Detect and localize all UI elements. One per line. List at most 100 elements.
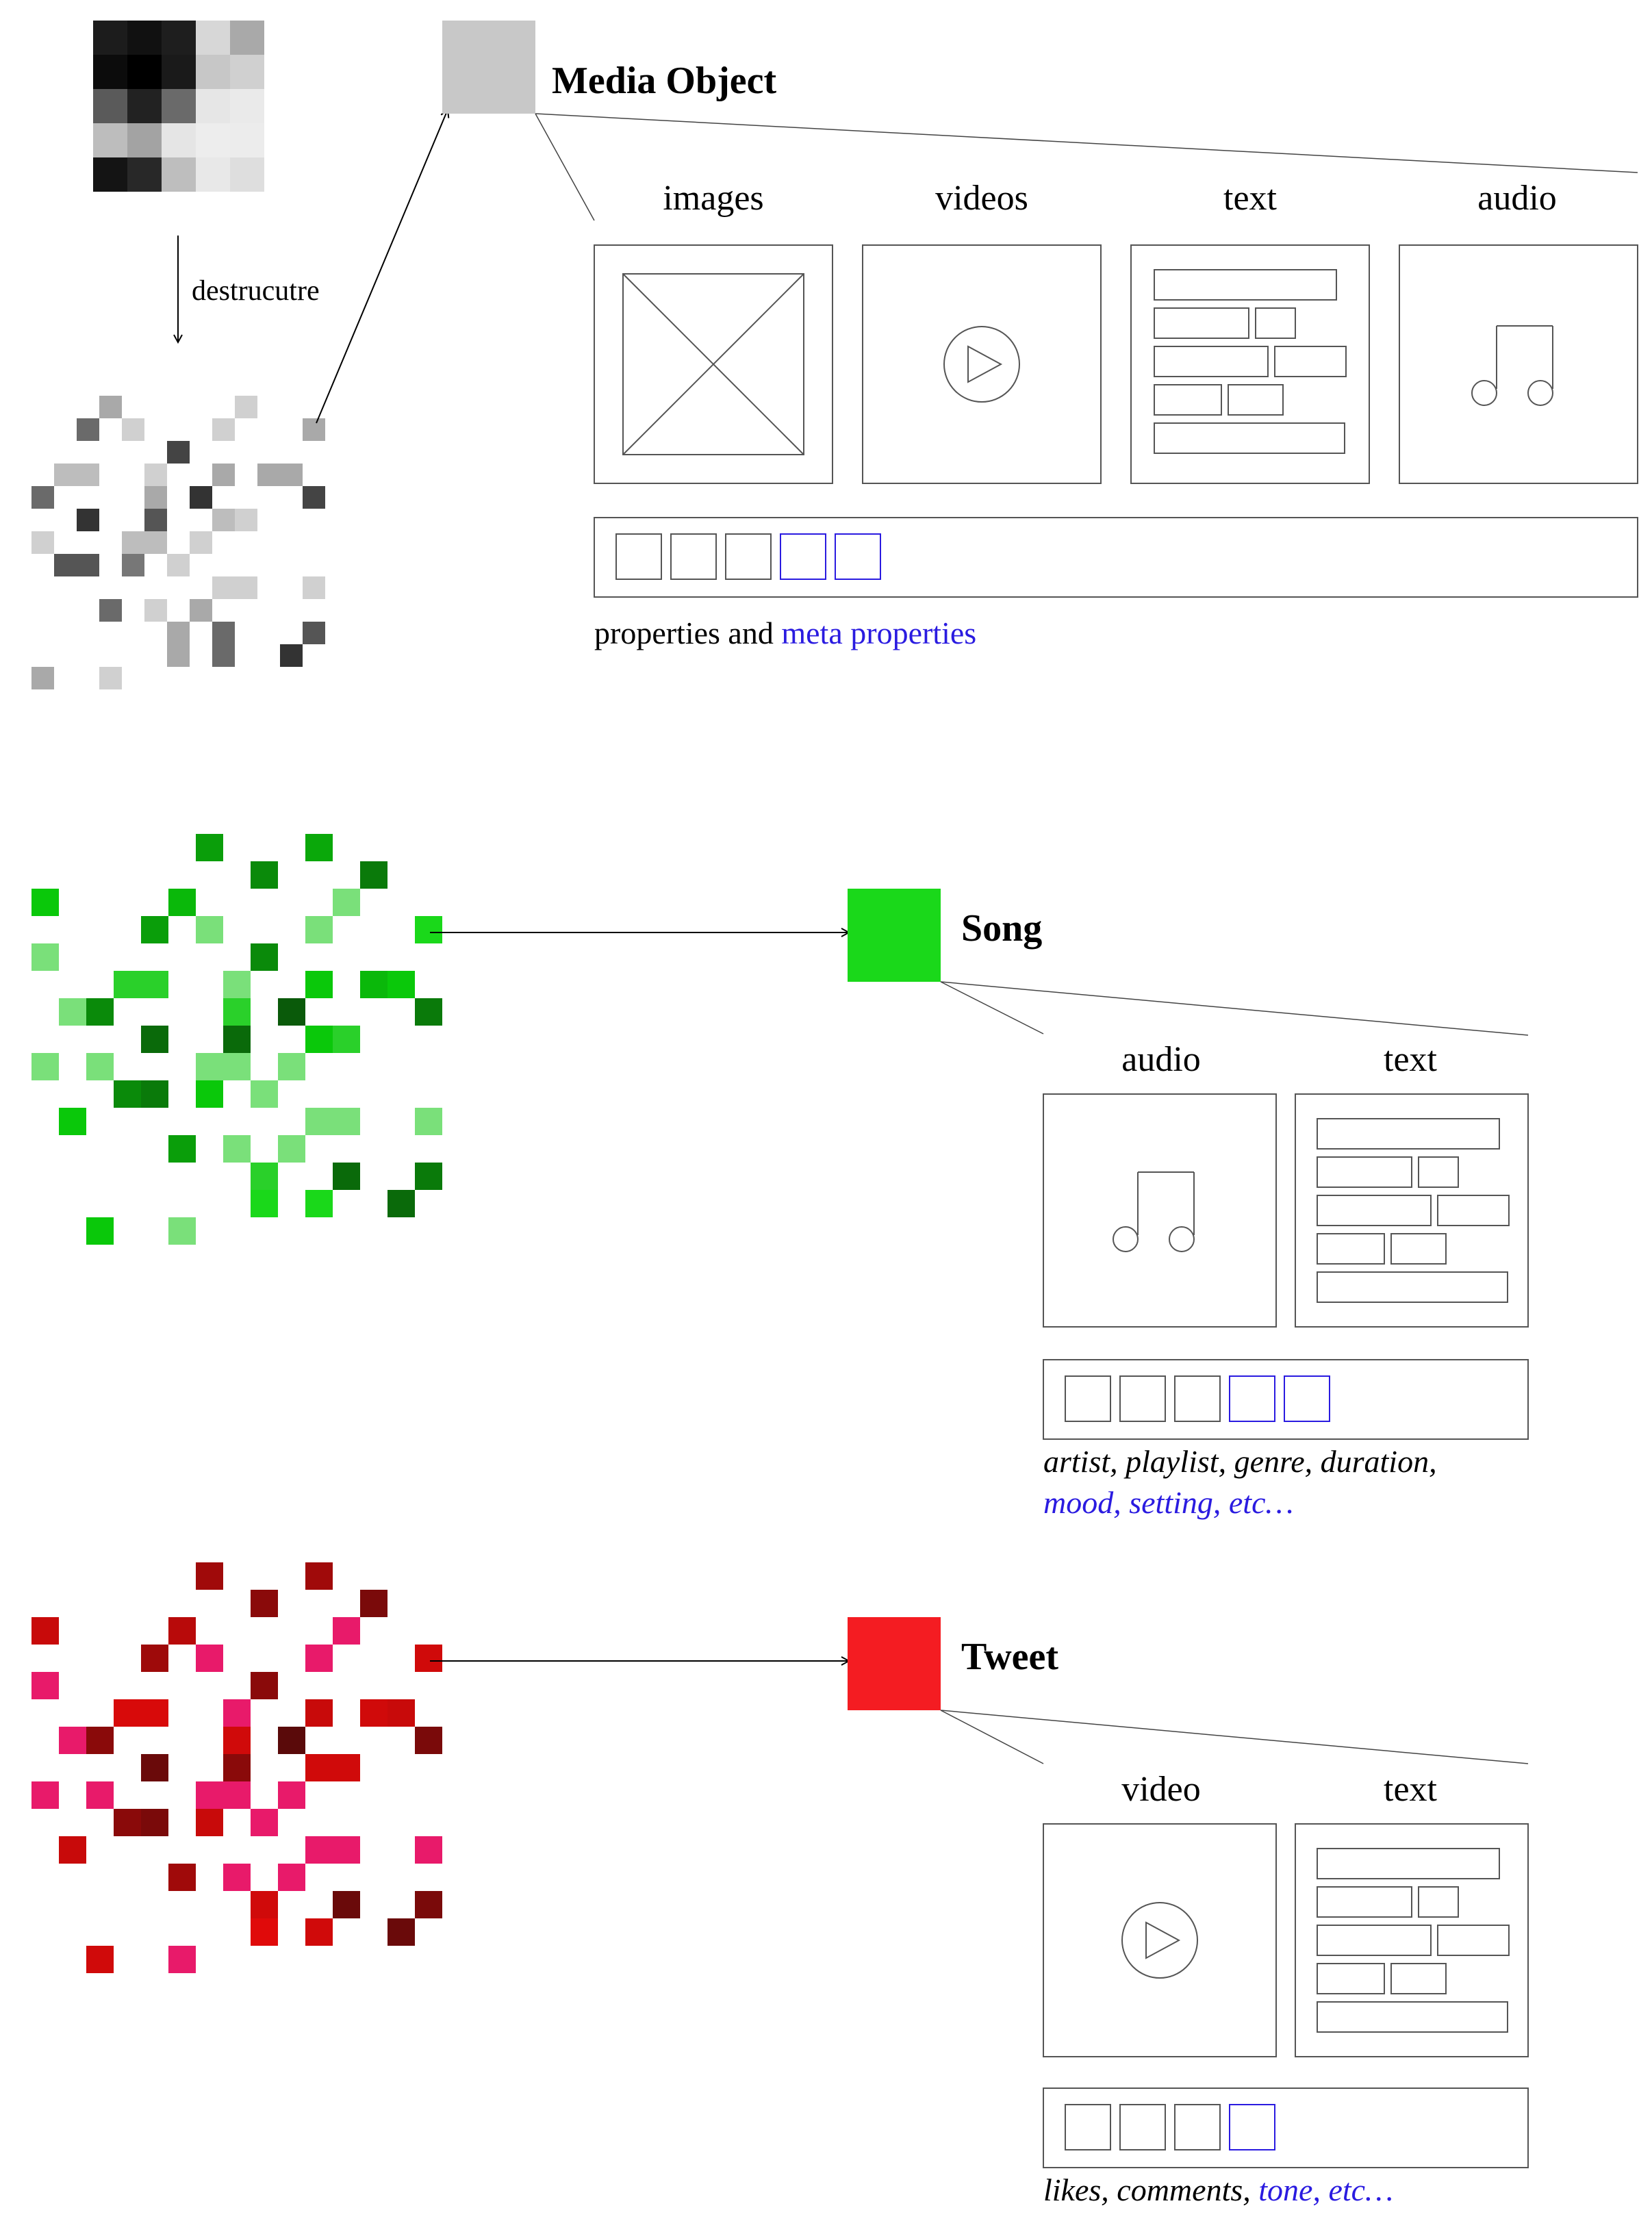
pixel: [141, 1080, 168, 1108]
tweet-title: Tweet: [961, 1636, 1058, 1678]
pixel: [257, 464, 280, 486]
pixel: [196, 1809, 223, 1836]
pixel: [141, 1026, 168, 1053]
pixel: [212, 464, 235, 486]
pixel: [168, 889, 196, 916]
pixel: [415, 998, 442, 1026]
text-panel: [1130, 244, 1370, 484]
pixel: [77, 509, 99, 531]
pixel: [31, 486, 54, 509]
song-zoom-line-left: [940, 981, 1044, 1035]
pixel: [141, 1754, 168, 1781]
pixel: [99, 667, 122, 689]
song-column-label-text: text: [1384, 1040, 1438, 1079]
pixel: [86, 1781, 114, 1809]
zoom-line-right: [535, 113, 1638, 173]
pixel: [235, 509, 257, 531]
zoom-line-left: [535, 113, 595, 221]
properties-bar: [594, 517, 1638, 598]
pixel: [305, 1562, 333, 1590]
pixel: [196, 1781, 223, 1809]
property-slot: [1119, 1375, 1166, 1422]
pixel: [251, 1080, 278, 1108]
media-object-title: Media Object: [552, 60, 776, 102]
pixel: [360, 1699, 387, 1727]
pixel: [303, 622, 325, 644]
pixel: [54, 464, 77, 486]
pixel: [305, 971, 333, 998]
pixel: [141, 1645, 168, 1672]
pixel: [251, 1672, 278, 1699]
pixel: [167, 554, 190, 576]
pixel: [387, 971, 415, 998]
pixel: [387, 1918, 415, 1946]
pixel: [415, 916, 442, 943]
pixel: [251, 1190, 278, 1217]
pixel: [415, 1836, 442, 1864]
pixel: [99, 396, 122, 418]
pixel: [86, 1946, 114, 1973]
source-image-grayscale: [93, 21, 264, 192]
meta-property-slot: [1229, 1375, 1275, 1422]
pixel: [251, 943, 278, 971]
tweet-caption-meta: tone, etc…: [1258, 2172, 1393, 2207]
pixel: [167, 622, 190, 644]
pixel: [303, 418, 325, 441]
song-title: Song: [961, 907, 1042, 950]
pixel: [305, 1699, 333, 1727]
media-object-node: [442, 21, 535, 114]
pixel: [86, 998, 114, 1026]
pixel: [196, 1645, 223, 1672]
destructure-label: destrucutre: [192, 275, 320, 307]
music-note-icon: [1113, 1171, 1195, 1252]
pixel: [31, 1617, 59, 1645]
song-caption-line2: mood, setting, etc…: [1043, 1485, 1293, 1520]
pixel: [77, 464, 99, 486]
pixel: [415, 1163, 442, 1190]
properties-caption: properties and meta properties: [594, 615, 976, 650]
pixel: [333, 1754, 360, 1781]
text-lines-icon: [1154, 269, 1347, 454]
pixel: [168, 1946, 196, 1973]
pixel: [415, 1727, 442, 1754]
properties-caption-plain: properties and: [594, 615, 781, 650]
song-properties-bar: [1043, 1359, 1529, 1440]
image-placeholder-icon: [622, 273, 804, 455]
pixel: [278, 1727, 305, 1754]
pixel: [223, 1026, 251, 1053]
pixel: [305, 1190, 333, 1217]
tweet-video-panel: [1043, 1823, 1277, 2057]
pixel: [305, 1108, 333, 1135]
pixel: [114, 1699, 141, 1727]
property-slot: [1065, 2104, 1111, 2150]
pixel: [333, 1891, 360, 1918]
song-text-panel: [1295, 1093, 1529, 1328]
pixel: [415, 1645, 442, 1672]
text-lines-icon: [1317, 1118, 1510, 1303]
pixel: [235, 576, 257, 599]
pixel: [212, 418, 235, 441]
column-label-images: images: [663, 179, 763, 218]
pixel: [333, 1617, 360, 1645]
pixel: [196, 916, 223, 943]
pixel: [280, 644, 303, 667]
pixel: [251, 1163, 278, 1190]
pixel: [305, 1754, 333, 1781]
property-slot: [1065, 1375, 1111, 1422]
meta-property-slot: [835, 533, 881, 580]
pixel: [86, 1053, 114, 1080]
pixel: [387, 1190, 415, 1217]
pixel: [305, 1836, 333, 1864]
pixel: [167, 441, 190, 464]
scattered-pixels-red: [31, 1562, 442, 1973]
pixel: [251, 861, 278, 889]
text-lines-icon: [1317, 1848, 1510, 2033]
pixel: [223, 1135, 251, 1163]
pixel: [190, 599, 212, 622]
pixel: [86, 1217, 114, 1245]
pixel: [223, 1727, 251, 1754]
pixel: [251, 1918, 278, 1946]
pixel: [235, 396, 257, 418]
pixel: [59, 1108, 86, 1135]
pixel: [141, 916, 168, 943]
